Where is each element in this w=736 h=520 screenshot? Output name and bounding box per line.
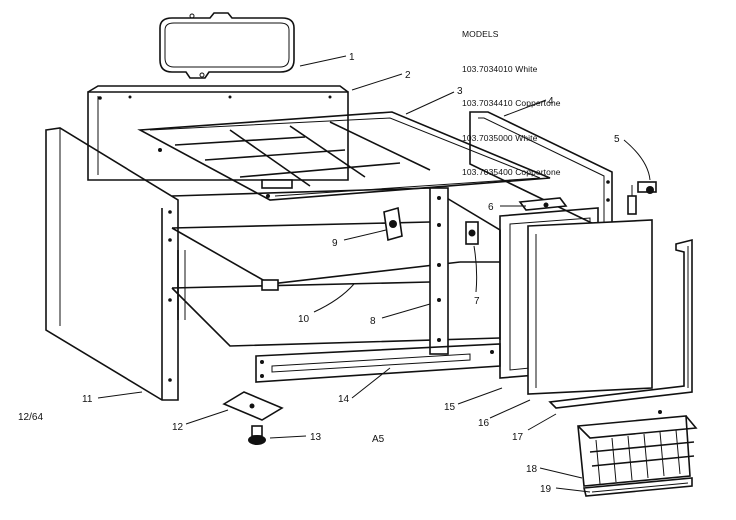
callout-12: 12 bbox=[172, 422, 184, 433]
part-7-bracket bbox=[465, 221, 479, 245]
part-6-latch bbox=[518, 197, 568, 211]
part-5-hinge bbox=[627, 181, 657, 215]
callout-5: 5 bbox=[614, 134, 620, 145]
models-list: MODELS 103.7034010 White 103.7034410 Cop… bbox=[462, 6, 561, 202]
callout-2: 2 bbox=[405, 70, 411, 81]
callout-16: 16 bbox=[478, 418, 490, 429]
part-13-leveling-foot bbox=[248, 425, 266, 445]
callout-9: 9 bbox=[332, 238, 338, 249]
date-stamp: 12/64 bbox=[18, 412, 43, 423]
part-14-base-rail bbox=[255, 343, 501, 383]
part-8-vertical-post bbox=[429, 187, 449, 355]
part-11-left-side-panel bbox=[45, 127, 179, 401]
callout-13: 13 bbox=[310, 432, 322, 443]
callout-8: 8 bbox=[370, 316, 376, 327]
callout-17: 17 bbox=[512, 432, 524, 443]
callout-11: 11 bbox=[82, 394, 93, 405]
part-12-foot-bracket bbox=[222, 391, 284, 421]
cabinet-body bbox=[171, 187, 501, 347]
callout-3: 3 bbox=[457, 86, 463, 97]
part-17-door-frame bbox=[548, 238, 693, 409]
callout-6: 6 bbox=[488, 202, 494, 213]
callout-labels: 1 2 3 4 5 6 7 8 9 10 11 12 13 14 15 16 1… bbox=[82, 52, 620, 495]
model-line: 103.7035000 White bbox=[462, 132, 538, 143]
part-9-clip bbox=[383, 206, 403, 242]
part-1-gasket bbox=[159, 12, 295, 79]
part-18-basket bbox=[577, 410, 698, 487]
part-2-back-panel bbox=[87, 85, 349, 181]
model-line: 103.7035400 Coppertone bbox=[462, 167, 561, 177]
callout-7: 7 bbox=[474, 296, 480, 307]
part-16-door bbox=[527, 219, 653, 395]
models-heading: MODELS bbox=[462, 29, 499, 39]
callout-18: 18 bbox=[526, 464, 538, 475]
callout-19: 19 bbox=[540, 484, 552, 495]
callout-1: 1 bbox=[349, 52, 355, 63]
model-line: 103.7034410 Coppertone bbox=[462, 98, 561, 108]
callout-15: 15 bbox=[444, 402, 456, 413]
part-19-basket-rail bbox=[582, 477, 693, 497]
callout-14: 14 bbox=[338, 394, 350, 405]
part-3-top-frame bbox=[137, 111, 551, 201]
model-line: 103.7034010 White bbox=[462, 63, 538, 74]
leader-lines bbox=[97, 55, 651, 493]
page-number: A5 bbox=[372, 434, 385, 445]
callout-10: 10 bbox=[298, 314, 310, 325]
callout-4: 4 bbox=[548, 96, 554, 107]
